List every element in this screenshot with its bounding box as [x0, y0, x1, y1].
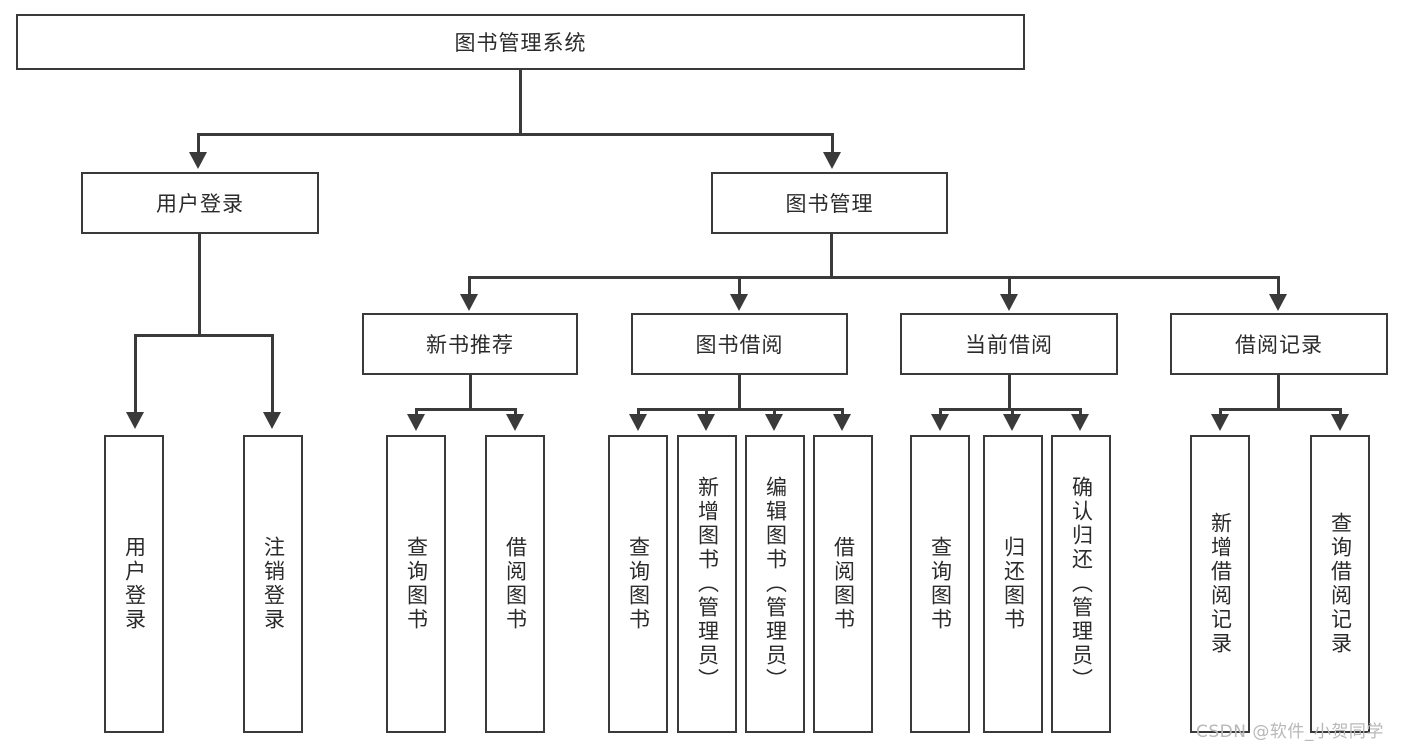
connector-current-borrow-leaf1: [939, 408, 942, 416]
arrow-book-borrow-leaf3: [765, 414, 783, 431]
node-label: 查询借阅记录: [1328, 512, 1353, 656]
connector-level1-bus: [197, 133, 834, 136]
node-current-borrowing[interactable]: 当前借阅: [900, 313, 1118, 375]
node-label: 新增借阅记录: [1208, 512, 1233, 656]
node-label: 借阅图书: [831, 536, 856, 632]
node-label: 图书借阅: [695, 333, 784, 357]
leaf-user-login[interactable]: 用户登录: [104, 435, 164, 733]
node-label: 用户登录: [156, 192, 244, 216]
leaf-search-books-newrec[interactable]: 查询图书: [386, 435, 446, 733]
node-label: 新书推荐: [426, 333, 514, 357]
connector-user-login-bus: [134, 334, 273, 337]
arrow-borrow-records-leaf2: [1331, 414, 1349, 431]
arrow-book-borrow-leaf2: [697, 414, 715, 431]
connector-book-borrow-leaf2: [705, 408, 708, 416]
connector-new-book-leaf2: [514, 408, 517, 416]
arrow-user-login-leaf1: [126, 412, 144, 429]
leaf-edit-book-admin[interactable]: 编辑图书（管理员）: [745, 435, 805, 733]
leaf-search-borrow-record[interactable]: 查询借阅记录: [1310, 435, 1370, 733]
leaf-return-books[interactable]: 归还图书: [983, 435, 1043, 733]
arrow-new-book-leaf2: [506, 414, 524, 431]
node-label: 用户登录: [122, 536, 147, 632]
connector-borrow-records-leaf1: [1219, 408, 1222, 416]
node-label: 新增图书（管理员）: [695, 476, 720, 692]
arrow-new-book-leaf1: [407, 414, 425, 431]
arrow-to-book-borrow: [730, 294, 748, 311]
connector-borrow-records-stem: [1277, 375, 1280, 410]
node-label: 归还图书: [1001, 536, 1026, 632]
connector-borrow-records-leaf2: [1339, 408, 1342, 416]
arrow-current-borrow-leaf3: [1071, 414, 1089, 431]
connector-to-book-mgmt: [831, 133, 834, 155]
node-label: 查询图书: [928, 536, 953, 632]
connector-to-user-login: [197, 133, 200, 155]
arrow-to-new-book-rec: [460, 294, 478, 311]
node-new-book-recommendation[interactable]: 新书推荐: [362, 313, 578, 375]
arrow-to-book-mgmt: [823, 152, 841, 169]
connector-to-book-borrow: [738, 276, 741, 296]
arrow-book-borrow-leaf1: [629, 414, 647, 431]
arrow-to-current-borrow: [1000, 294, 1018, 311]
connector-current-borrow-stem: [1008, 375, 1011, 410]
arrow-borrow-records-leaf1: [1211, 414, 1229, 431]
connector-to-new-book-rec: [468, 276, 471, 296]
node-label: 注销登录: [261, 536, 286, 632]
connector-new-book-stem: [469, 375, 472, 410]
node-label: 图书管理: [785, 192, 874, 216]
leaf-add-borrow-record[interactable]: 新增借阅记录: [1190, 435, 1250, 733]
connector-level2-bus: [468, 276, 1280, 279]
connector-user-login-stem: [198, 234, 201, 336]
connector-to-borrow-records: [1277, 276, 1280, 296]
node-label: 查询图书: [404, 536, 429, 632]
node-user-login[interactable]: 用户登录: [81, 172, 319, 234]
node-book-management[interactable]: 图书管理: [711, 172, 948, 234]
node-book-borrowing[interactable]: 图书借阅: [631, 313, 848, 375]
arrow-to-user-login: [189, 152, 207, 169]
connector-to-current-borrow: [1008, 276, 1011, 296]
leaf-search-books-borrow[interactable]: 查询图书: [608, 435, 668, 733]
connector-book-borrow-leaf1: [637, 408, 640, 416]
connector-user-login-leaf2: [271, 334, 274, 414]
connector-new-book-leaf1: [415, 408, 418, 416]
leaf-add-book-admin[interactable]: 新增图书（管理员）: [677, 435, 737, 733]
node-label: 图书管理系统: [454, 31, 587, 55]
connector-current-borrow-bus: [939, 408, 1081, 411]
arrow-to-borrow-records: [1269, 294, 1287, 311]
connector-book-borrow-leaf3: [773, 408, 776, 416]
leaf-borrow-books[interactable]: 借阅图书: [813, 435, 873, 733]
node-label: 借阅记录: [1235, 333, 1323, 357]
connector-book-borrow-stem: [738, 375, 741, 410]
connector-book-mgmt-stem: [830, 234, 833, 279]
arrow-current-borrow-leaf2: [1003, 414, 1021, 431]
connector-new-book-bus: [415, 408, 516, 411]
node-label: 当前借阅: [965, 333, 1053, 357]
leaf-search-books-current[interactable]: 查询图书: [910, 435, 970, 733]
connector-user-login-leaf1: [134, 334, 137, 414]
connector-book-borrow-bus: [637, 408, 843, 411]
node-label: 编辑图书（管理员）: [763, 476, 788, 692]
node-label: 确认归还（管理员）: [1069, 476, 1094, 692]
leaf-confirm-return-admin[interactable]: 确认归还（管理员）: [1051, 435, 1111, 733]
node-borrowing-records[interactable]: 借阅记录: [1170, 313, 1388, 375]
node-root-library-system[interactable]: 图书管理系统: [16, 14, 1025, 70]
connector-root-stem: [519, 70, 522, 135]
arrow-book-borrow-leaf4: [833, 414, 851, 431]
connector-book-borrow-leaf4: [841, 408, 844, 416]
connector-borrow-records-bus: [1219, 408, 1341, 411]
csdn-watermark: CSDN @软件_小贺同学: [1196, 722, 1384, 742]
leaf-borrow-books-newrec[interactable]: 借阅图书: [485, 435, 545, 733]
connector-current-borrow-leaf3: [1079, 408, 1082, 416]
connector-current-borrow-leaf2: [1011, 408, 1014, 416]
leaf-logout[interactable]: 注销登录: [243, 435, 303, 733]
node-label: 查询图书: [626, 536, 651, 632]
arrow-user-login-leaf2: [263, 412, 281, 429]
arrow-current-borrow-leaf1: [931, 414, 949, 431]
node-label: 借阅图书: [503, 536, 528, 632]
